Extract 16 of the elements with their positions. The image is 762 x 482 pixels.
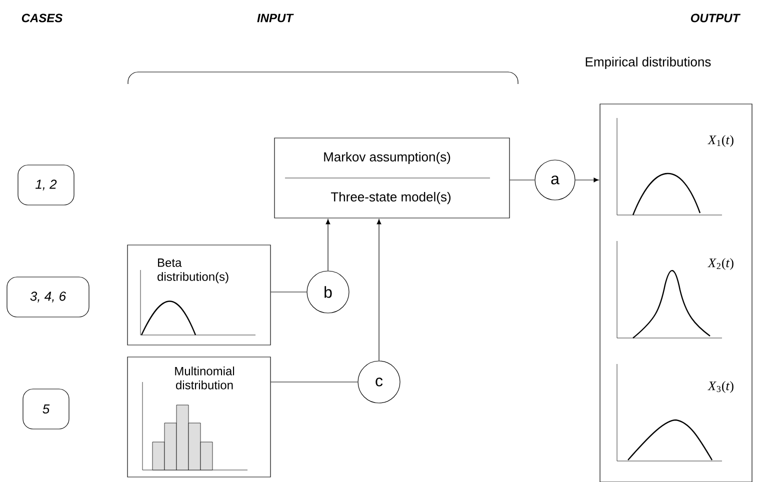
case-box: 1, 2 — [18, 164, 74, 206]
column-heading: INPUT — [257, 14, 294, 22]
box-heading: Empirical distributions — [586, 56, 711, 70]
column-heading: CASES — [22, 14, 63, 22]
series-label: X$_{3}$(t) — [708, 381, 734, 393]
case-box: 5 — [22, 388, 70, 430]
distribution-box: Multinomial distribution — [127, 356, 271, 478]
model-box: Markov assumption(s) Three-state model(s) — [274, 138, 510, 218]
case-box: 3, 4, 6 — [6, 276, 90, 318]
connector — [575, 178, 599, 182]
series-label: X$_{2}$(t) — [708, 258, 734, 270]
connector — [326, 219, 330, 271]
column-heading: OUTPUT — [690, 14, 741, 22]
distribution-box: Beta distribution(s) — [127, 244, 271, 346]
series-label: X$_{1}$(t) — [708, 135, 734, 147]
connector — [376, 219, 382, 361]
